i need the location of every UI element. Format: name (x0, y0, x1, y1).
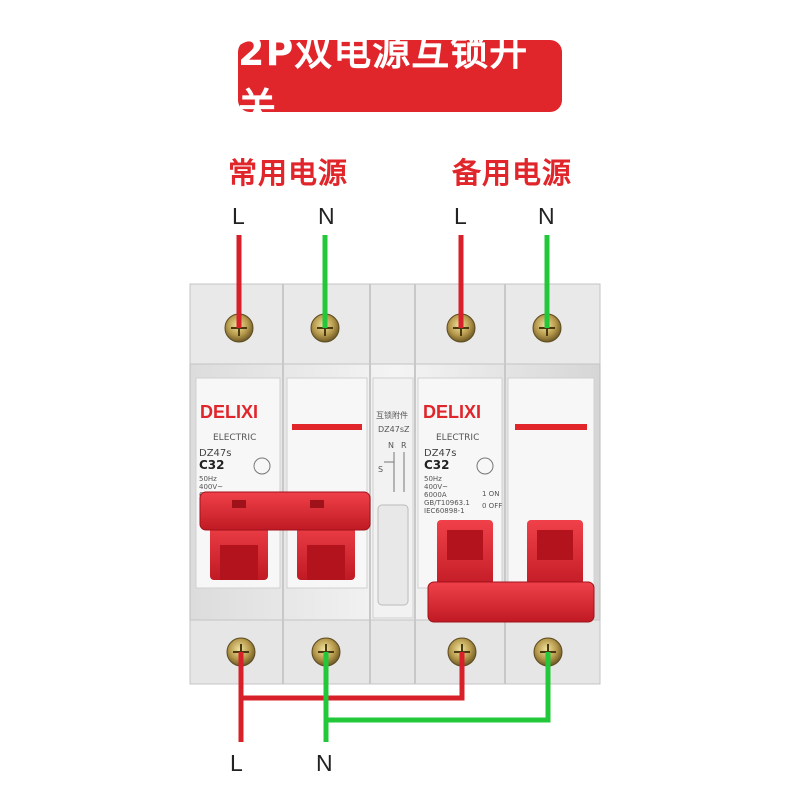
model-1: DZ47s (199, 448, 232, 459)
page-title: 2P双电源互锁开关 (238, 30, 529, 129)
spec-2-2: 6000A (424, 491, 447, 499)
top-terminal-n1: N (318, 203, 335, 229)
breaker-body (189, 283, 601, 685)
top-terminal-n2: N (538, 203, 555, 229)
brand-sub-1: ELECTRIC (213, 433, 256, 443)
title-banner: 2P双电源互锁开关 (238, 30, 562, 129)
ccc-mark-icon (253, 457, 271, 475)
interlock-model: DZ47sZ (378, 425, 410, 434)
rating-1: C32 (199, 458, 225, 472)
ccc-mark-icon (476, 457, 494, 475)
spec-2-0: 50Hz (424, 475, 442, 483)
interlock-mark-n: N (388, 441, 394, 450)
interlock-schematic-icon (384, 452, 405, 492)
backup-source-label: 备用电源 (452, 156, 573, 190)
indicator-stripe (292, 424, 362, 430)
interlock-mark-s: S (378, 465, 383, 474)
interlock-mark-r: R (401, 441, 407, 450)
indicator-stripe (515, 424, 587, 430)
model-2: DZ47s (424, 448, 457, 459)
brand-logo-2: DELIXI (423, 402, 481, 422)
spec-1-1: 400V~ (199, 483, 223, 491)
spec-1-0: 50Hz (199, 475, 217, 483)
spec-2-1: 400V~ (424, 483, 448, 491)
bottom-terminal-n: N (316, 750, 333, 776)
interlock-slider[interactable] (377, 504, 409, 606)
interlock-name: 互锁附件 (376, 410, 408, 420)
switch-mark-on: 1 ON (482, 490, 499, 498)
left-toggle-handle[interactable] (199, 491, 371, 580)
spec-2-4: IEC60898-1 (424, 507, 465, 515)
rating-2: C32 (424, 458, 450, 472)
spec-2-3: GB/T10963.1 (424, 499, 470, 507)
switch-mark-off: 0 OFF (482, 502, 502, 510)
brand-sub-2: ELECTRIC (436, 433, 479, 443)
top-terminal-l1: L (232, 203, 245, 229)
top-terminal-l2: L (454, 203, 467, 229)
neutral-bridge-wire (323, 652, 551, 723)
brand-logo-1: DELIXI (200, 402, 258, 422)
primary-source-label: 常用电源 (228, 156, 349, 190)
right-toggle-handle[interactable] (427, 520, 595, 623)
live-bridge-wire (238, 652, 465, 701)
bottom-terminal-l: L (230, 750, 243, 776)
